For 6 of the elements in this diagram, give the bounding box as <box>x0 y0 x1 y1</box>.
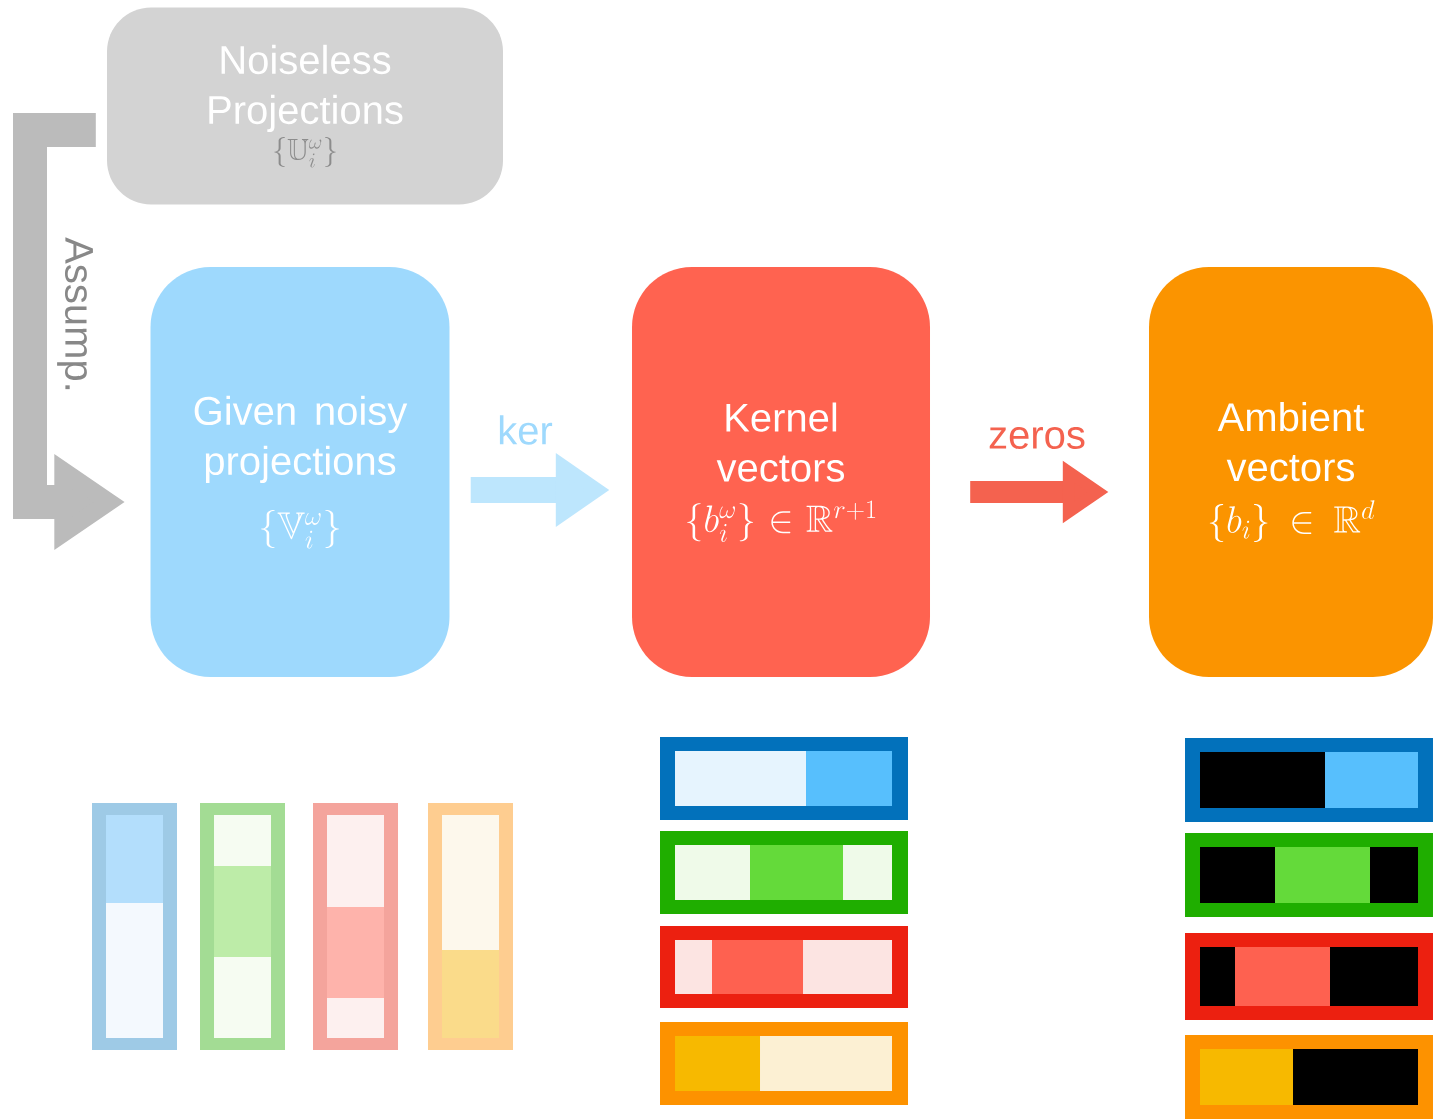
process-box: Given noisy projections $\{\mathbb{V}_i^{\omega}\}$ <box>150 267 450 677</box>
edge-label: zeros <box>987 426 1087 450</box>
process-box: Ambient vectors $\{b_i\} \in \mathbb{R}^{d}$ <box>1149 267 1433 677</box>
edge-label: Assump. <box>57 237 93 390</box>
process-box: Kernel vectors $\{b_i^{\omega}\} \in \mathbb{R}^{r+1}$ <box>632 267 930 677</box>
edge-label: ker <box>496 414 554 446</box>
